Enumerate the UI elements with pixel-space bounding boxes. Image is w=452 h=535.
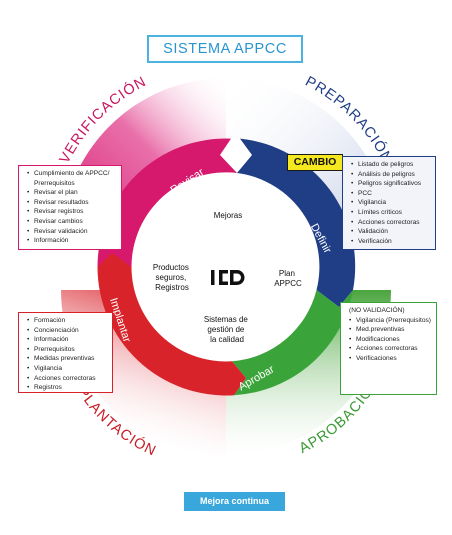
preparacion-item: Listado de peligros	[351, 160, 433, 170]
preparacion-item: Vigilancia	[351, 198, 433, 208]
aprobacion-item: Med.preventivas	[349, 325, 434, 335]
aprobacion-item: Vigilancia (Prerrequisitos)	[349, 316, 434, 326]
aprobar-arrow	[232, 290, 353, 396]
aprobacion-box: (NO VALIDACIÓN) Vigilancia (Prerrequisit…	[340, 302, 437, 395]
preparacion-item: Análisis de peligros	[351, 170, 433, 180]
preparacion-item: PCC	[351, 189, 433, 199]
verificacion-item: Información	[27, 236, 119, 246]
verificacion-item: Revisar resultados	[27, 198, 119, 208]
verificacion-item: Revisar registros	[27, 207, 119, 217]
verificacion-box: Cumplimiento de APPCC/ PrerrequisitosRev…	[18, 165, 122, 250]
verificacion-item: Revisar validación	[27, 227, 119, 237]
preparacion-item: Límites críticos	[351, 208, 433, 218]
preparacion-item: Acciones correctoras	[351, 218, 433, 228]
implantacion-box: FormaciónConcienciaciónInformaciónPrerre…	[18, 312, 113, 393]
implantacion-item: Acciones correctoras	[27, 374, 110, 384]
aprobacion-item: Acciones correctoras	[349, 344, 434, 354]
productos-text: Productos seguros, Registros	[153, 263, 191, 292]
preparacion-box: Listado de peligrosAnálisis de peligrosP…	[342, 156, 436, 250]
preparacion-item: Validación	[351, 227, 433, 237]
aprobacion-item: Modificaciones	[349, 335, 434, 345]
implantacion-item: Prerrequisitos	[27, 345, 110, 355]
cambio-badge: CAMBIO	[287, 154, 343, 171]
definir-arrow	[237, 138, 356, 307]
implantacion-item: Información	[27, 335, 110, 345]
preparacion-item: Verificación	[351, 237, 433, 247]
implantacion-item: Medidas preventivas	[27, 354, 110, 364]
implantacion-item: Formación	[27, 316, 110, 326]
sistemas-text: Sistemas de gestión de la calidad	[204, 315, 250, 344]
implantar-arrow	[97, 253, 246, 396]
revisar-arrow	[97, 138, 237, 267]
verificacion-item: Revisar el plan	[27, 188, 119, 198]
verificacion-item: Revisar cambios	[27, 217, 119, 227]
aprobacion-box-heading: (NO VALIDACIÓN)	[349, 307, 405, 314]
mejoras-text: Mejoras	[214, 211, 242, 220]
aprobacion-item: Verificaciones	[349, 354, 434, 364]
preparacion-item: Peligros significativos	[351, 179, 433, 189]
mejora-continua-label: Mejora continua	[184, 492, 285, 511]
implantacion-item: Vigilancia	[27, 364, 110, 374]
page-title: SISTEMA APPCC	[147, 35, 303, 63]
plan-appcc-text: Plan APPCC	[274, 269, 302, 288]
implantacion-item: Registros	[27, 383, 110, 393]
implantacion-item: Concienciación	[27, 326, 110, 336]
verificacion-item: Cumplimiento de APPCC/ Prerrequisitos	[27, 169, 119, 188]
icd-logo	[211, 270, 245, 285]
